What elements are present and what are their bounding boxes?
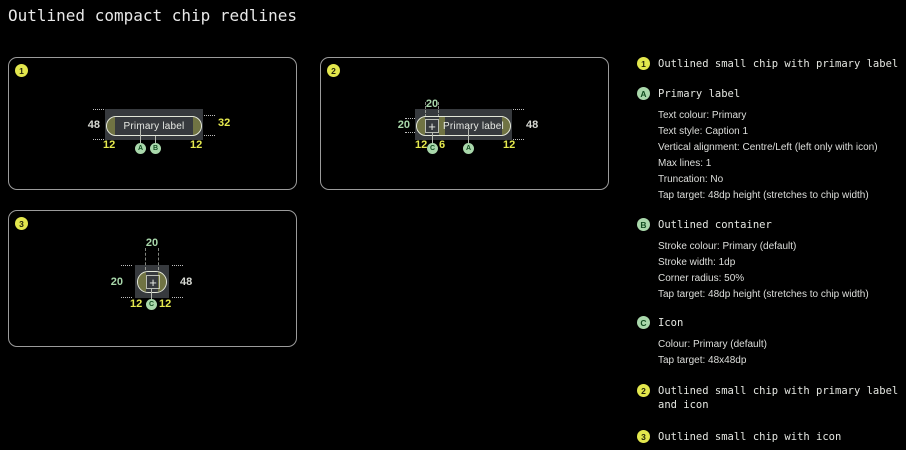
legend-a-badge: A: [637, 87, 650, 100]
legend-1-title: Outlined small chip with primary label: [658, 58, 899, 70]
legend-2-badge: 2: [637, 384, 650, 397]
measure-icon-width: 20: [145, 237, 159, 249]
marker-b-badge: B: [150, 143, 161, 154]
guide-dotted-line: [93, 139, 104, 140]
guide-dashed-line: [425, 102, 426, 117]
padding-left-highlight: [138, 272, 146, 292]
detail-line: Stroke width: 1dp: [658, 257, 736, 268]
guide-dotted-line: [405, 132, 415, 133]
marker-a-badge: A: [135, 143, 146, 154]
padding-left-highlight: [107, 117, 115, 135]
legend-b-details: Stroke colour: Primary (default) Stroke …: [658, 239, 869, 303]
guide-dotted-line: [204, 115, 215, 116]
guide-dotted-line: [513, 109, 524, 110]
legend-2-title: Outlined small chip with primary label a…: [658, 385, 899, 411]
redline-panel-2: 2 + Primary label 20 20 48 12 6 12 C A: [320, 57, 609, 190]
outlined-chip: + Primary label: [416, 116, 511, 136]
guide-dotted-line: [172, 265, 183, 266]
legend-item-3: 3 Outlined small chip with icon: [637, 430, 841, 444]
measure-icon-gap: 6: [439, 139, 446, 151]
guide-dotted-line: [172, 297, 183, 298]
legend-b-title: Outlined container: [658, 219, 772, 231]
redline-panel-3: 3 + 20 20 48 12 12 C: [8, 210, 297, 347]
marker-a-badge: A: [463, 143, 474, 154]
legend-item-2: 2 Outlined small chip with primary label…: [637, 384, 906, 412]
outlined-chip: +: [137, 271, 167, 293]
detail-line: Tap target: 48dp height (stretches to ch…: [658, 289, 869, 300]
panel-1-number-badge: 1: [15, 64, 28, 77]
page-title: Outlined compact chip redlines: [8, 6, 297, 25]
icon-gap-highlight: [439, 117, 445, 135]
measure-pad-left: 12: [130, 298, 143, 310]
marker-leader-line: [432, 133, 433, 144]
marker-leader-line: [151, 289, 152, 300]
legend-item-b: B Outlined container Stroke colour: Prim…: [637, 218, 869, 303]
marker-c-badge: C: [427, 143, 438, 154]
detail-line: Corner radius: 50%: [658, 273, 745, 284]
padding-left-highlight: [417, 117, 425, 135]
measure-pad-right: 12: [159, 298, 172, 310]
detail-line: Truncation: No: [658, 174, 724, 185]
guide-dotted-line: [93, 109, 104, 110]
legend-c-title: Icon: [658, 317, 684, 329]
legend-item-1: 1 Outlined small chip with primary label: [637, 57, 898, 71]
chip-label: Primary label: [123, 120, 185, 132]
legend-3-badge: 3: [637, 430, 650, 443]
guide-dashed-line: [145, 248, 146, 270]
guide-dotted-line: [121, 297, 132, 298]
legend-item-c: C Icon Colour: Primary (default) Tap tar…: [637, 316, 767, 369]
marker-c-badge: C: [146, 299, 157, 310]
legend-b-badge: B: [637, 218, 650, 231]
measure-tap-height: 48: [180, 276, 193, 288]
legend-c-badge: C: [637, 316, 650, 329]
marker-leader-line: [155, 136, 156, 144]
guide-dotted-line: [204, 135, 215, 136]
measure-icon-height: 20: [397, 119, 410, 131]
guide-dashed-line: [438, 102, 439, 117]
legend-3-title: Outlined small chip with icon: [658, 431, 842, 443]
guide-dotted-line: [121, 265, 132, 266]
measure-pad-left: 12: [415, 139, 428, 151]
redline-panel-1: 1 Primary label 48 32 12 12 A B: [8, 57, 297, 190]
detail-line: Text style: Caption 1: [658, 126, 749, 137]
tap-target-area: [415, 109, 512, 140]
legend-1-badge: 1: [637, 57, 650, 70]
legend-a-title: Primary label: [658, 88, 741, 100]
chip-label: Primary label: [443, 120, 504, 132]
detail-line: Stroke colour: Primary (default): [658, 241, 797, 252]
detail-line: Tap target: 48x48dp: [658, 355, 747, 366]
detail-line: Text colour: Primary: [658, 110, 747, 121]
detail-line: Colour: Primary (default): [658, 339, 767, 350]
measure-tap-height: 48: [87, 119, 100, 131]
legend-a-details: Text colour: Primary Text style: Caption…: [658, 108, 878, 204]
marker-leader-line: [140, 129, 141, 144]
guide-dotted-line: [513, 139, 524, 140]
measure-pad-right: 12: [503, 139, 516, 151]
panel-2-number-badge: 2: [327, 64, 340, 77]
outlined-chip: Primary label: [106, 116, 202, 136]
panel-3-number-badge: 3: [15, 217, 28, 230]
legend-item-a: A Primary label Text colour: Primary Tex…: [637, 87, 878, 204]
detail-line: Tap target: 48dp height (stretches to ch…: [658, 190, 869, 201]
measure-pad-left: 12: [103, 139, 116, 151]
detail-line: Max lines: 1: [658, 158, 712, 169]
measure-tap-height: 48: [526, 119, 539, 131]
icon-bounds-box: +: [146, 275, 160, 289]
guide-dotted-line: [405, 118, 415, 119]
padding-right-highlight: [193, 117, 201, 135]
plus-icon: +: [428, 118, 436, 134]
measure-icon-width: 20: [425, 98, 439, 110]
legend-c-details: Colour: Primary (default) Tap target: 48…: [658, 337, 767, 369]
plus-icon: +: [149, 274, 157, 290]
marker-leader-line: [468, 129, 469, 144]
measure-chip-height: 32: [218, 117, 231, 129]
tap-target-area: [105, 109, 203, 140]
measure-pad-right: 12: [190, 139, 203, 151]
guide-dashed-line: [158, 248, 159, 270]
measure-icon-height: 20: [110, 276, 123, 288]
padding-right-highlight: [502, 117, 510, 135]
icon-bounds-box: +: [425, 119, 439, 133]
padding-right-highlight: [158, 272, 166, 292]
detail-line: Vertical alignment: Centre/Left (left on…: [658, 142, 878, 153]
